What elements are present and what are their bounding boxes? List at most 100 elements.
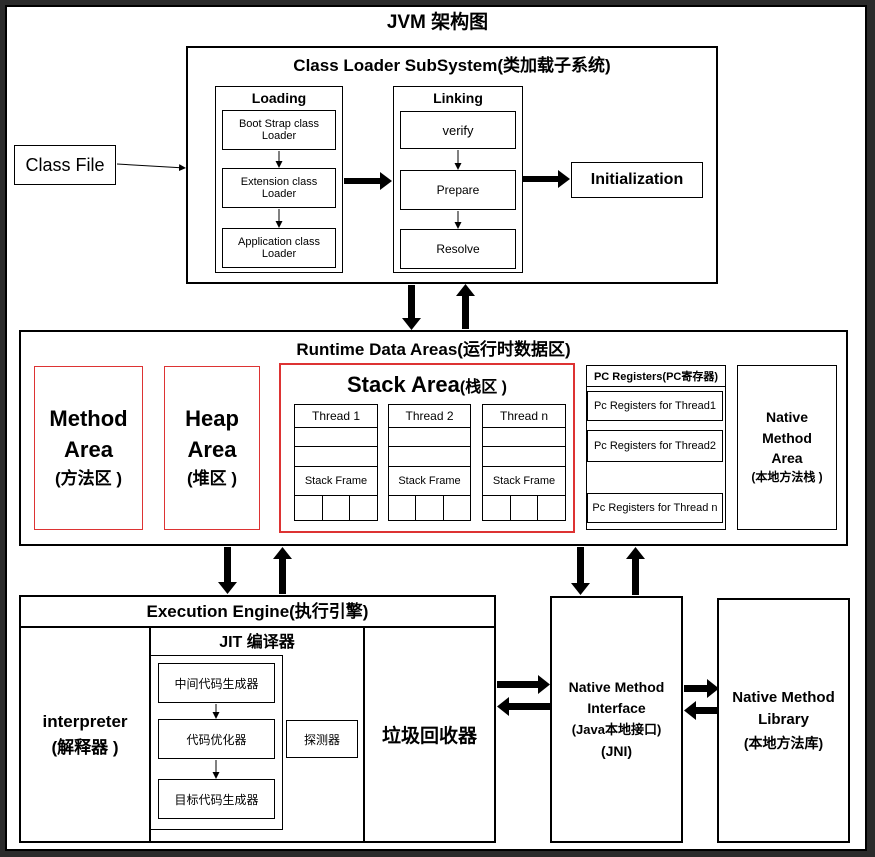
- jit-target: 目标代码生成器: [158, 779, 275, 819]
- method-area-line3: (方法区 ): [54, 469, 123, 489]
- heap-area-line1: Heap: [185, 406, 239, 432]
- frame-cell: [416, 496, 444, 520]
- pc-register-label: Pc Registers for Thread1: [593, 400, 717, 412]
- linking-title: Linking: [433, 90, 483, 106]
- pc-register-item: Pc Registers for Thread n: [587, 493, 723, 523]
- jni-line3: (Java本地接口): [571, 721, 662, 737]
- pc-divider: [586, 386, 726, 387]
- initialization-label: Initialization: [590, 171, 684, 188]
- frame-cells: [389, 496, 470, 520]
- thread-slot: [483, 428, 565, 447]
- arrow-loading-linking: [344, 172, 392, 190]
- loader-extension-label: Extension class Loader: [240, 176, 318, 200]
- loading-title: Loading: [251, 90, 307, 106]
- heap-area: Heap Area (堆区 ): [164, 366, 260, 530]
- thread-slot: [295, 447, 377, 467]
- loader-bootstrap: Boot Strap class Loader: [222, 110, 336, 150]
- stack-frame-label: Stack Frame: [398, 475, 461, 487]
- loader-extension: Extension class Loader: [222, 168, 336, 208]
- heap-area-line2: Area: [187, 437, 237, 463]
- frame-cells: [295, 496, 377, 520]
- profiler-label: 探测器: [303, 732, 340, 747]
- linking-prepare-label: Prepare: [436, 183, 480, 197]
- thread-slot: [389, 428, 470, 447]
- interpreter-line2: (解释器 ): [51, 737, 119, 757]
- profiler: 探测器: [286, 720, 358, 758]
- stack-frame: Stack Frame: [389, 467, 470, 496]
- arrow-runtime-exec-up: [273, 547, 292, 594]
- arrow-runtime-jni-down: [571, 547, 590, 595]
- library-line2: Library: [758, 711, 809, 729]
- thread-header: Thread 2: [389, 405, 470, 428]
- linking-verify: verify: [400, 111, 516, 149]
- stack-area-title-cn: (栈区 ): [459, 379, 508, 396]
- native-stack-line4: (本地方法栈 ): [751, 470, 823, 485]
- jit-target-label: 目标代码生成器: [174, 792, 259, 807]
- execution-divider: [19, 626, 496, 628]
- arrow-jni-lib-right: [684, 679, 719, 698]
- native-method-interface: Native Method Interface (Java本地接口) (JNI): [550, 596, 683, 843]
- native-stack-line2: Method: [762, 429, 812, 446]
- jit-divider: [363, 626, 365, 843]
- garbage-collector-label: 垃圾回收器: [381, 726, 477, 747]
- class-file-box: Class File: [14, 145, 116, 185]
- heap-area-line3: (堆区 ): [186, 469, 238, 489]
- pc-registers-title: PC Registers(PC寄存器): [593, 371, 719, 383]
- stack-frame-label: Stack Frame: [304, 475, 368, 487]
- thread-column: Thread 1 Stack Frame: [294, 404, 378, 521]
- jni-line1: Native Method: [568, 678, 665, 695]
- pc-register-label: Pc Registers for Thread n: [592, 502, 718, 514]
- arrow-linking-init: [523, 170, 570, 188]
- library-line3: (本地方法库): [743, 734, 824, 751]
- thread-label: Thread n: [499, 409, 549, 423]
- thread-header: Thread 1: [295, 405, 377, 428]
- thread-slot: [295, 428, 377, 447]
- arrow-subsystem-up: [456, 284, 475, 329]
- native-stack-line1: Native: [765, 409, 809, 426]
- stack-area-title: Stack Area: [346, 372, 460, 397]
- stack-frame-label: Stack Frame: [492, 475, 556, 487]
- jit-intermediate: 中间代码生成器: [158, 663, 275, 703]
- linking-prepare: Prepare: [400, 170, 516, 210]
- loader-bootstrap-label: Boot Strap class Loader: [238, 118, 320, 142]
- thread-label: Thread 2: [405, 409, 454, 423]
- pc-register-item: Pc Registers for Thread2: [587, 430, 723, 462]
- linking-resolve-label: Resolve: [436, 242, 480, 256]
- linking-resolve: Resolve: [400, 229, 516, 269]
- jni-line2: Interface: [587, 700, 646, 717]
- class-loader-title: Class Loader SubSystem(类加载子系统): [293, 56, 611, 75]
- thread-slot: [389, 447, 470, 467]
- arrow-jni-lib-left: [684, 701, 719, 720]
- frame-cell: [323, 496, 351, 520]
- thread-header: Thread n: [483, 405, 565, 428]
- stack-frame: Stack Frame: [483, 467, 565, 496]
- library-line1: Native Method: [732, 688, 835, 706]
- runtime-title: Runtime Data Areas(运行时数据区): [296, 340, 571, 359]
- arrow-exec-jni-left: [497, 697, 550, 716]
- jni-line4: (JNI): [600, 742, 633, 759]
- garbage-collector: 垃圾回收器: [365, 628, 494, 841]
- arrow-subsystem-down: [402, 285, 421, 330]
- arrow-runtime-jni-up: [626, 547, 645, 595]
- native-method-stack: Native Method Area (本地方法栈 ): [737, 365, 837, 530]
- loader-application: Application class Loader: [222, 228, 336, 268]
- stack-area-title-row: Stack Area(栈区 ): [279, 372, 575, 398]
- thread-column: Thread n Stack Frame: [482, 404, 566, 521]
- stack-frame: Stack Frame: [295, 467, 377, 496]
- method-area: Method Area (方法区 ): [34, 366, 143, 530]
- frame-cell: [295, 496, 323, 520]
- arrow-runtime-exec-down: [218, 547, 237, 594]
- interpreter: interpreter (解释器 ): [21, 628, 149, 841]
- jit-optimizer-label: 代码优化器: [186, 732, 247, 747]
- frame-cell: [389, 496, 417, 520]
- jit-intermediate-label: 中间代码生成器: [174, 676, 259, 691]
- thread-label: Thread 1: [311, 409, 361, 423]
- diagram-title: JVM 架构图: [386, 12, 489, 33]
- loader-application-label: Application class Loader: [238, 236, 320, 260]
- method-area-line2: Area: [64, 437, 113, 463]
- frame-cell: [483, 496, 511, 520]
- frame-cell: [511, 496, 539, 520]
- linking-verify-label: verify: [442, 122, 474, 138]
- jit-title: JIT 编译器: [219, 634, 295, 651]
